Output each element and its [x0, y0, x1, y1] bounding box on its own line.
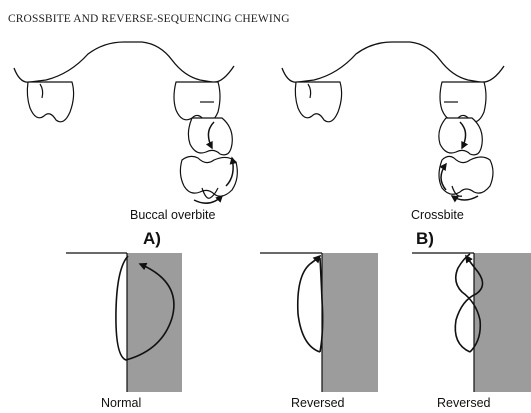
panel-a-upper-crown [188, 118, 232, 155]
panel-b-trace-1 [260, 253, 378, 392]
panel-a-letter: A) [143, 229, 161, 248]
panel-b-caption: Crossbite [411, 208, 464, 222]
panel-a-lower-tooth [180, 156, 237, 196]
panel-b2-shaded-region [474, 253, 531, 392]
panel-b-trace-label-2: Reversed [437, 396, 491, 410]
panel-b-trace-2 [412, 253, 531, 392]
panel-a-trace [66, 253, 182, 392]
panel-a-arrow-base [194, 196, 222, 203]
panel-b-arrow-base [452, 196, 478, 200]
panel-b-trace-label-1: Reversed [291, 396, 345, 410]
panel-b-lower-tooth [439, 156, 493, 194]
panel-b-tooth-diagram [282, 42, 504, 200]
panel-a-caption: Buccal overbite [130, 208, 216, 222]
panel-a-palate-arch [14, 42, 234, 82]
panel-b-left-upper-molar [295, 82, 341, 122]
panel-b-letter: B) [416, 229, 434, 248]
panel-a-shaded-region [127, 253, 182, 392]
panel-a-left-upper-molar [27, 82, 73, 122]
panel-a-tooth-diagram [14, 42, 237, 203]
panel-a-trace-label: Normal [101, 396, 141, 410]
panel-b1-shaded-region [322, 253, 378, 392]
panel-b1-chewing-loop [298, 256, 320, 352]
panel-b-palate-arch [282, 42, 504, 82]
